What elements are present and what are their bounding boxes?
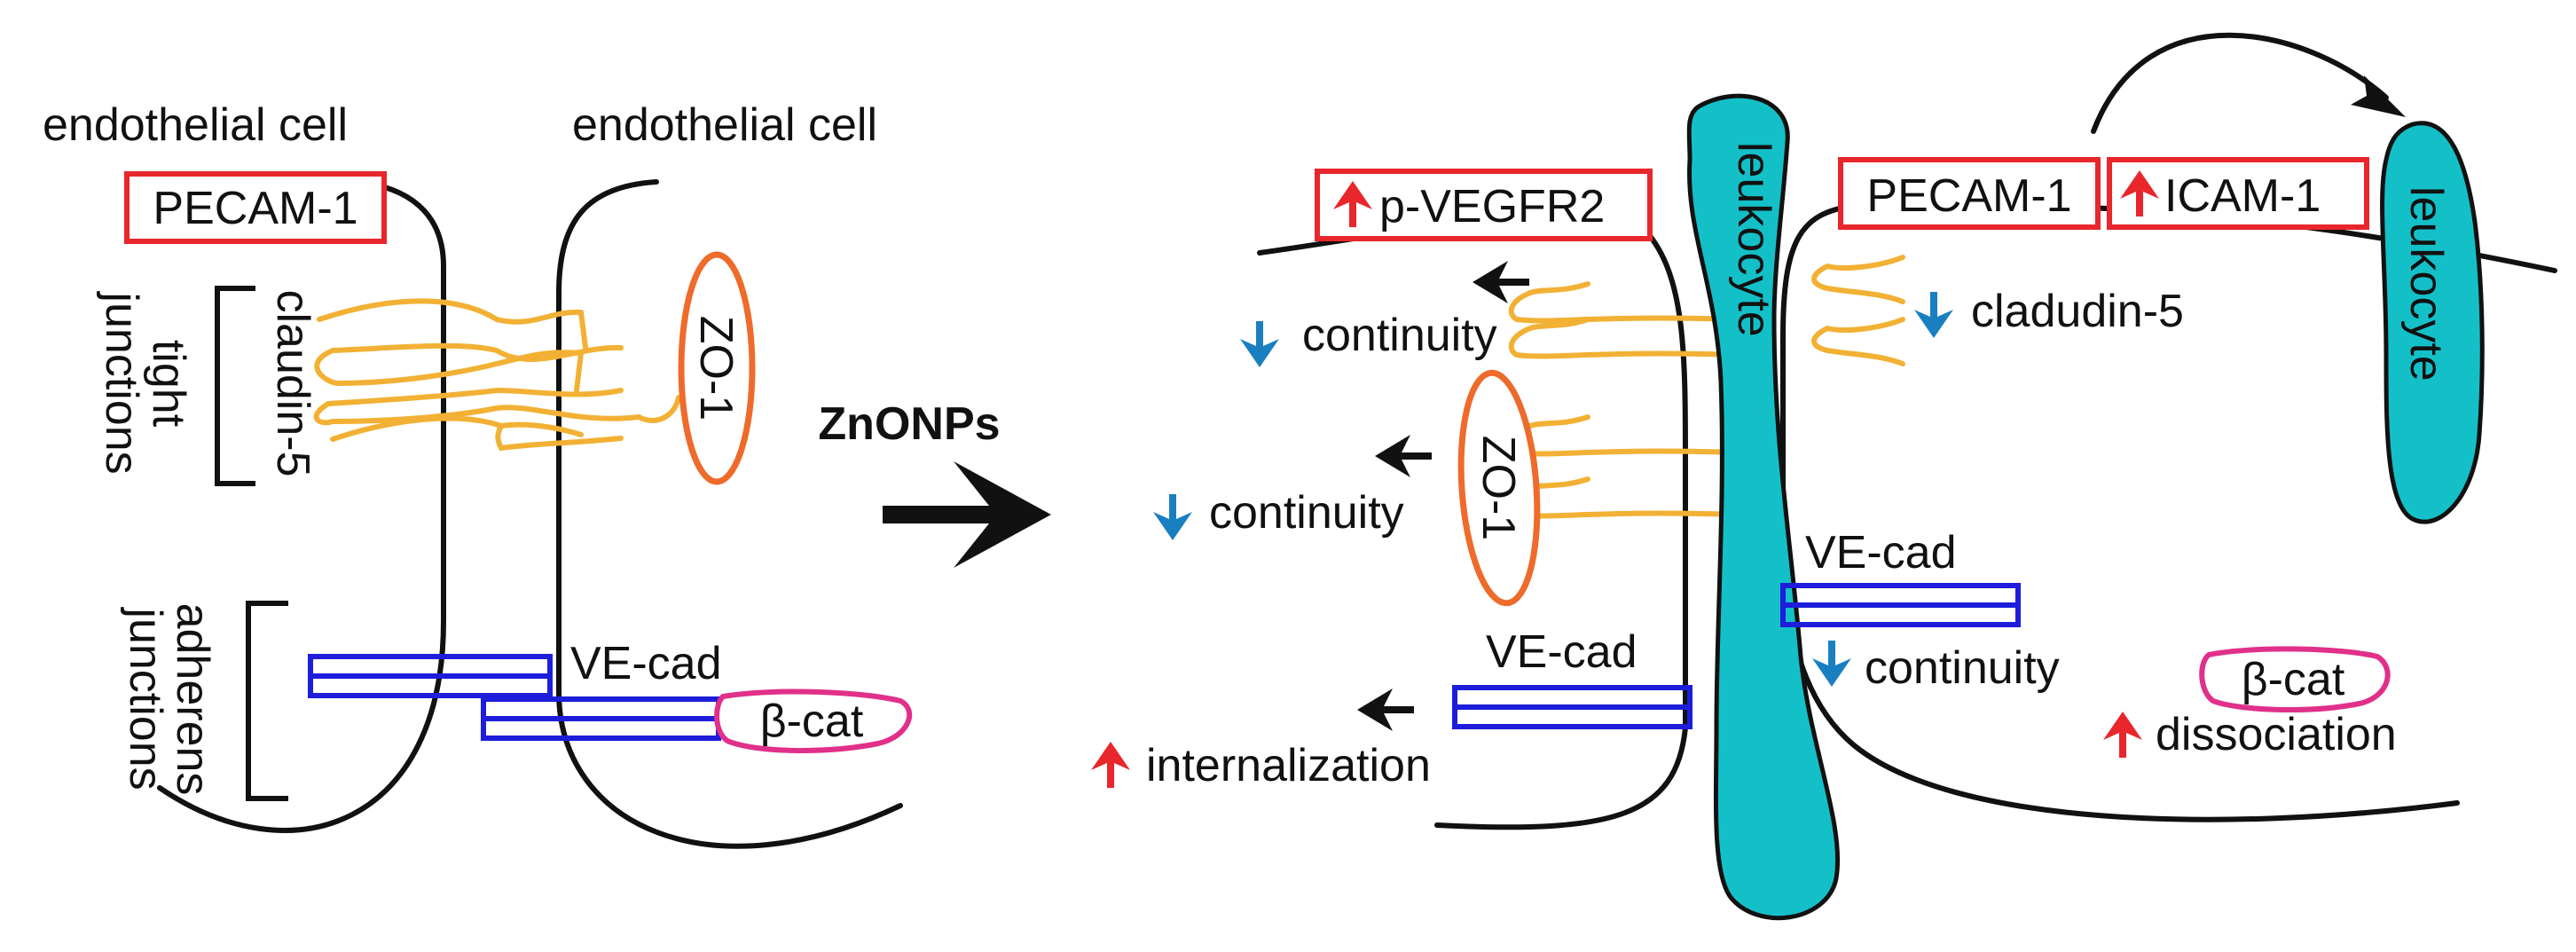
pecam-box-right: PECAM-1 xyxy=(1838,157,2101,230)
leukocyte-label-2: leukocyte xyxy=(2400,186,2452,382)
claudin-change-label: cladudin-5 xyxy=(1971,286,2184,337)
junctions-label-tight: junctions xyxy=(96,290,147,474)
treatment: ZnONPs xyxy=(818,398,1051,568)
zo1-right: ZO-1 xyxy=(1457,369,1541,607)
treatment-arrow xyxy=(883,461,1051,568)
tight-label: tight xyxy=(143,340,194,428)
claudin-strands-left xyxy=(313,298,681,452)
left-arrow-2 xyxy=(1375,435,1432,477)
dissociation-label: dissociation xyxy=(2156,709,2397,760)
vecad-label-right-2: VE-cad xyxy=(1486,626,1637,678)
pecam-box-left: PECAM-1 xyxy=(124,171,387,244)
internalization-label: internalization xyxy=(1146,740,1431,791)
right-panel: p-VEGFR2 PECAM-1 ICAM-1 ZO-1 xyxy=(1091,32,2557,921)
vecad-right-1: VE-cad xyxy=(1780,527,2021,627)
claudin-label-left: claudin-5 xyxy=(267,289,318,476)
claudin-strands-right xyxy=(1508,255,1905,519)
zo1-left: ZO-1 xyxy=(678,251,756,485)
left-panel: endothelial cell endothelial cell PECAM-… xyxy=(43,99,913,849)
bcat-label-right: β-cat xyxy=(2242,654,2345,705)
tight-junctions-bracket xyxy=(215,286,255,486)
adherens-label: adherens xyxy=(167,603,218,796)
leukocyte-transmigration-arrowhead xyxy=(2351,75,2406,117)
zo1-label-left: ZO-1 xyxy=(690,316,742,421)
bcat-label-left: β-cat xyxy=(760,696,864,747)
endothelial-cell-label-left: endothelial cell xyxy=(43,99,348,151)
adherens-junctions-bracket xyxy=(246,601,288,801)
vecad-left xyxy=(308,654,721,741)
continuity-label-3: continuity xyxy=(1865,642,2060,694)
continuity-label-2: continuity xyxy=(1209,487,1404,539)
leukocyte-transmigrating: leukocyte xyxy=(1686,93,1841,921)
continuity-label-1: continuity xyxy=(1302,310,1497,361)
left-cell-membrane xyxy=(157,179,446,833)
pvegfr2-box: p-VEGFR2 xyxy=(1315,169,1653,241)
down-arrow-1 xyxy=(1240,321,1279,367)
bcat-right: β-cat xyxy=(2199,646,2391,712)
vecad-label-left: VE-cad xyxy=(570,638,722,689)
vecad-right-2: VE-cad xyxy=(1452,626,1692,729)
down-arrow-2 xyxy=(1153,494,1192,540)
vecad-label-right-1: VE-cad xyxy=(1805,527,1957,578)
pvegfr2-label: p-VEGFR2 xyxy=(1379,181,1605,232)
pecam-label-right: PECAM-1 xyxy=(1866,170,2071,222)
junctions-label-adherens: junctions xyxy=(120,606,171,790)
icam-box: ICAM-1 xyxy=(2107,157,2369,230)
treatment-label: ZnONPs xyxy=(818,398,1000,450)
down-arrow-3 xyxy=(1812,641,1851,687)
down-arrow-claudin xyxy=(1914,292,1953,338)
left-arrow-3 xyxy=(1357,688,1414,731)
leukocyte-adhered: leukocyte xyxy=(2380,121,2485,524)
zo1-label-right: ZO-1 xyxy=(1473,436,1524,540)
icam-label: ICAM-1 xyxy=(2164,170,2321,222)
endothelial-cell-label-right: endothelial cell xyxy=(572,99,877,151)
up-arrow-dissociation xyxy=(2103,712,2142,758)
up-arrow-internalization xyxy=(1091,742,1130,788)
bcat-left: β-cat xyxy=(714,688,913,753)
pecam-label-left: PECAM-1 xyxy=(153,183,357,234)
leukocyte-transmigration-arrow xyxy=(2091,32,2389,134)
leukocyte-label-1: leukocyte xyxy=(1728,142,1779,337)
